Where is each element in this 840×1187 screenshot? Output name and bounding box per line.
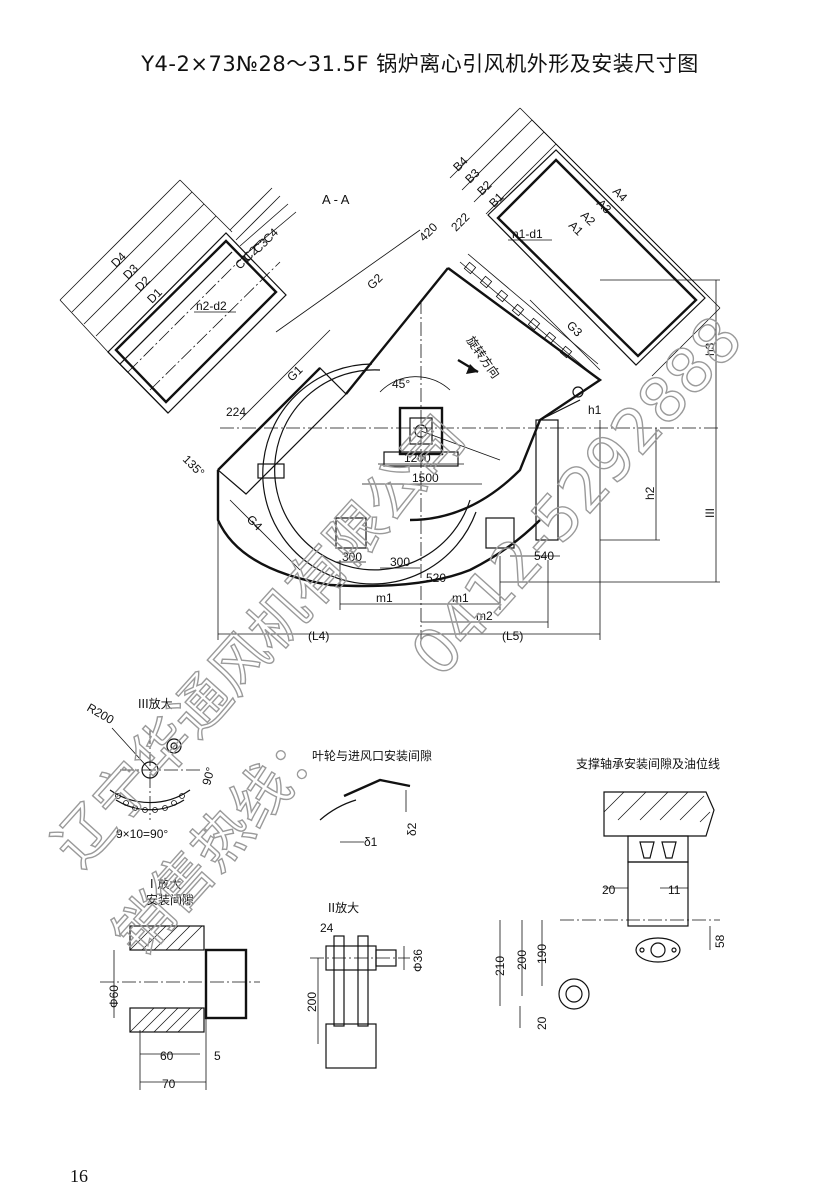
- dim-iii: h1: [588, 403, 602, 417]
- dim-224: 135°: [180, 452, 208, 480]
- detail-i-w5: 5: [214, 1049, 221, 1063]
- detail-bearing-58: 58: [713, 934, 727, 948]
- detail-bearing-210: 210: [493, 956, 507, 976]
- detail-gap-d2: δ2: [405, 822, 419, 836]
- detail-bearing-200: 200: [515, 950, 529, 970]
- detail-bearing-190: 190: [535, 944, 549, 964]
- detail-ii-title: II放大: [328, 900, 359, 915]
- detail-i-title1: I 放大: [150, 876, 181, 891]
- detail-i-dia: Φ60: [107, 985, 121, 1008]
- dim-l5: (L5): [502, 629, 523, 643]
- detail-gap-d1: δ1: [364, 835, 378, 849]
- detail-iii-angle: 90°: [199, 765, 217, 786]
- impeller-blades: [463, 261, 573, 359]
- dim-420: 420: [416, 220, 440, 244]
- page-title: Y4-2×73№28～31.5F 锅炉离心引风机外形及安装尺寸图: [141, 52, 699, 76]
- detail-iii-title: III放大: [138, 696, 173, 711]
- dim-h2: III: [703, 508, 717, 518]
- detail-ii-200: 200: [305, 992, 319, 1012]
- dim-h1: h2: [643, 486, 657, 500]
- detail-i-w70: 70: [162, 1077, 176, 1091]
- rotation-label: 旋转方向: [464, 333, 504, 381]
- page-number: 16: [70, 1166, 88, 1186]
- dim-m2: m2: [476, 609, 493, 623]
- dim-1200: 1200: [404, 451, 431, 465]
- detail-i: I 放大 安装间隙 Φ60 60 5 70: [100, 876, 260, 1091]
- detail-i-w60: 60: [160, 1049, 174, 1063]
- detail-ii-24: 24: [320, 921, 334, 935]
- dim-n2-d2: n2-d2: [196, 299, 227, 313]
- dim-222: 222: [448, 210, 472, 234]
- dim-45: 224: [226, 405, 246, 419]
- dim-300a: 300: [342, 550, 362, 564]
- detail-ii-36: Φ36: [411, 949, 425, 972]
- section-label: A - A: [322, 192, 350, 207]
- dim-g1: G1: [284, 363, 305, 384]
- detail-bearing-20a: 20: [602, 883, 616, 897]
- dim-n1-d1: n1-d1: [512, 227, 543, 241]
- dim-m1b: m1: [452, 591, 469, 605]
- dim-l4: (L4): [308, 629, 329, 643]
- dim-a4: A4: [610, 184, 631, 205]
- dim-1500: 1500: [412, 471, 439, 485]
- detail-iii-holes: 9×10=90°: [116, 827, 168, 841]
- dim-g2: G2: [364, 271, 385, 292]
- detail-gap: 叶轮与进风口安装间隙 δ1 δ2: [312, 748, 432, 849]
- watermark: 辽宁华通风机有限公司 0412-5292888 销售热线：: [39, 301, 757, 970]
- detail-i-title2: 安装间隙: [146, 892, 194, 907]
- body-dimensions: 420 222 G2 G1 G3 G4 135° 1200 1500 h3 h2…: [180, 210, 720, 643]
- dim-g4: G4: [244, 512, 265, 533]
- inlet-flange: D4 D3 D2 D1 C4 C3 C2 C1 n2-d2: [59, 179, 297, 414]
- dim-g3: G3: [564, 318, 585, 339]
- detail-bearing-11: 11: [668, 883, 681, 897]
- detail-ii: II放大 24 Φ36 200: [305, 900, 425, 1069]
- dim-540: 540: [534, 549, 554, 563]
- dim-m1a: m1: [376, 591, 393, 605]
- detail-iii-r: R200: [85, 700, 117, 727]
- dim-h3: h3: [703, 342, 717, 356]
- detail-bearing: 支撑轴承安装间隙及油位线 20 11 58 210 200 190 20: [493, 756, 727, 1030]
- dim-300b: 300: [390, 555, 410, 569]
- dim-520: 520: [426, 571, 446, 585]
- detail-bearing-title: 支撑轴承安装间隙及油位线: [576, 756, 720, 771]
- detail-bearing-20b: 20: [535, 1016, 549, 1030]
- detail-gap-title: 叶轮与进风口安装间隙: [312, 748, 432, 763]
